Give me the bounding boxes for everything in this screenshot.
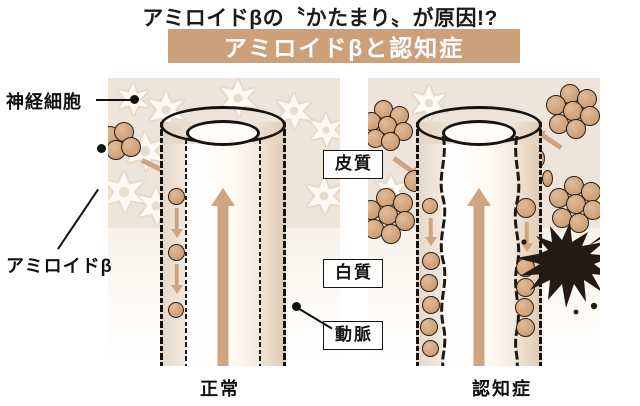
amyloid-leader-line bbox=[57, 188, 100, 250]
artery-wall-right bbox=[539, 122, 542, 366]
panel-dementia bbox=[368, 78, 600, 366]
artery-leader-dot bbox=[292, 302, 301, 311]
artery-normal bbox=[160, 106, 286, 366]
amyloid-particle bbox=[420, 318, 438, 336]
amyloid-clump bbox=[368, 188, 420, 244]
label-artery: 動脈 bbox=[323, 321, 383, 350]
caption-normal: 正常 bbox=[200, 379, 240, 399]
amyloid-particle bbox=[420, 274, 438, 292]
artery-inner-wall-right bbox=[513, 136, 521, 366]
amyloid-particle bbox=[515, 298, 534, 317]
amyloid-down-arrow bbox=[520, 222, 533, 252]
artery-inner-wall-left bbox=[185, 140, 187, 366]
amyloid-particle bbox=[168, 244, 185, 261]
hemorrhage-splatter-icon bbox=[516, 222, 600, 315]
amyloid-down-arrow bbox=[424, 218, 437, 246]
amyloid-leader-dot bbox=[97, 144, 106, 153]
amyloid-clump bbox=[544, 84, 600, 140]
amyloid-clump bbox=[548, 176, 600, 234]
label-neuron: 神経細胞 bbox=[6, 92, 82, 112]
amyloid-particle bbox=[168, 188, 185, 205]
headline: アミロイドβの〝かたまり〟が原因!? bbox=[142, 7, 498, 30]
amyloid-particle bbox=[542, 170, 553, 187]
neuron-icon bbox=[108, 170, 146, 214]
amyloid-particle bbox=[516, 198, 536, 218]
amyloid-particle bbox=[516, 318, 535, 337]
amyloid-particle bbox=[422, 296, 440, 314]
banner: アミロイドβと認知症 bbox=[168, 29, 520, 63]
neuron-icon bbox=[275, 92, 313, 130]
artery-dementia bbox=[416, 106, 542, 366]
artery-rim-inner bbox=[442, 120, 516, 146]
artery-inner-wall-left bbox=[439, 136, 447, 366]
neuron-leader-dot bbox=[130, 95, 139, 104]
blood-flow-arrow bbox=[211, 188, 235, 366]
amyloid-particle bbox=[168, 302, 184, 318]
caption-dementia: 認知症 bbox=[472, 379, 532, 399]
label-cortex: 皮質 bbox=[323, 150, 383, 179]
neuron-icon bbox=[308, 112, 340, 148]
amyloid-particle bbox=[422, 252, 440, 270]
neuron-icon bbox=[304, 176, 340, 216]
artery-wall-left bbox=[160, 122, 163, 366]
amyloid-particle bbox=[422, 340, 439, 357]
amyloid-down-arrow bbox=[170, 264, 183, 294]
amyloid-down-arrow bbox=[170, 208, 183, 238]
panel-normal bbox=[108, 78, 340, 366]
artery-rim-inner bbox=[186, 120, 260, 146]
neuron-leader-line bbox=[96, 99, 134, 102]
banner-title: アミロイドβと認知症 bbox=[223, 35, 465, 61]
amyloid-particle bbox=[422, 198, 438, 214]
artery-inner-wall-right bbox=[259, 140, 261, 366]
amyloid-clump bbox=[108, 122, 148, 164]
artery-wall-right bbox=[283, 122, 286, 366]
artery-wall-left bbox=[416, 122, 419, 366]
label-amyloid-beta: アミロイドβ bbox=[6, 256, 113, 276]
amyloid-clump bbox=[368, 100, 418, 152]
label-white-matter: 白質 bbox=[323, 259, 383, 288]
blood-flow-arrow bbox=[467, 188, 491, 366]
